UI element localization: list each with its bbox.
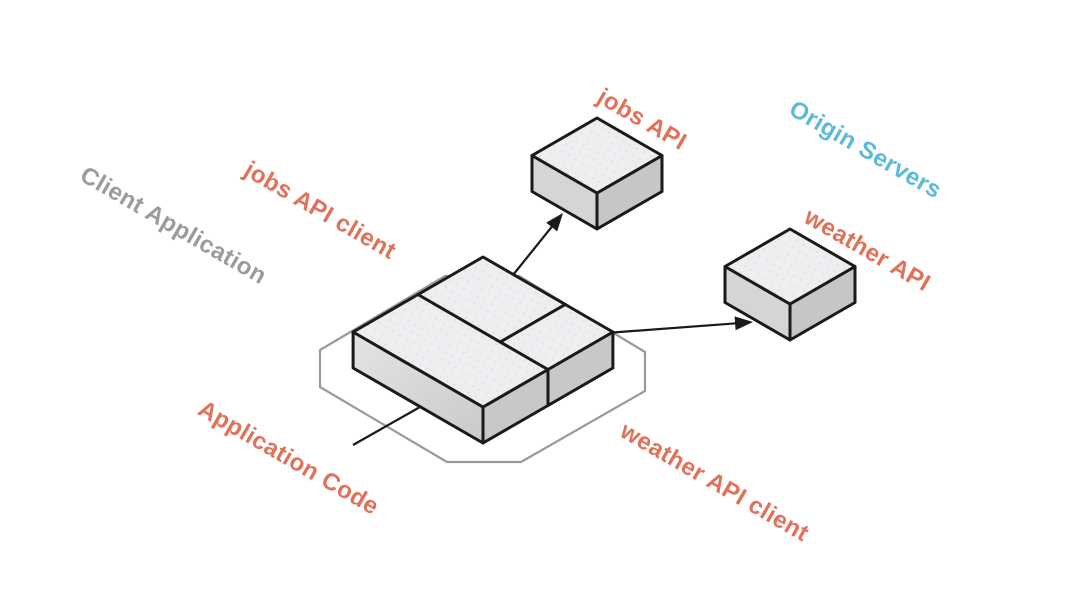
weather-api-server-top — [723, 227, 857, 306]
weather-api-server-cube — [723, 227, 857, 342]
weather-api-client-block — [498, 303, 615, 407]
application-code-block — [351, 293, 550, 445]
jobs-api-server-cube — [530, 116, 664, 231]
jobs-api-server-top — [530, 116, 664, 195]
arrow-jobs-api — [512, 213, 563, 276]
weather-api-client-top — [498, 303, 615, 371]
arrow-weather-api — [612, 316, 753, 334]
application-code-leader-line — [352, 406, 421, 446]
